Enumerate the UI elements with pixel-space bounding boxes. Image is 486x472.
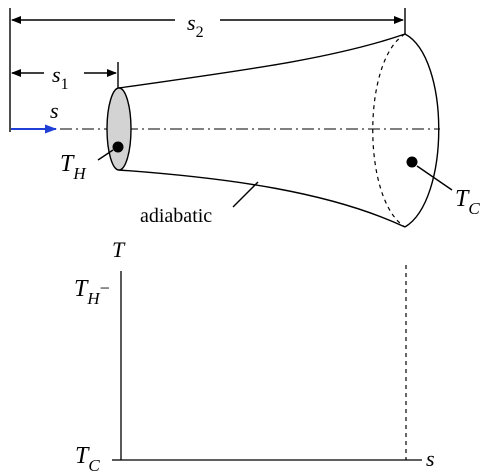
nozzle-top-wall <box>118 33 406 89</box>
s2-label: s2 <box>187 10 204 41</box>
cold-end-label: TC <box>455 186 480 218</box>
cold-end-label-subscript: C <box>468 199 480 218</box>
cold-end-back-rim <box>372 33 406 228</box>
cold-end-point <box>406 156 418 168</box>
th-tick-label-subscript: H <box>86 289 101 308</box>
nozzle-bottom-wall <box>118 169 406 228</box>
s1-label-main: s <box>52 62 61 87</box>
adiabatic-leader <box>232 181 259 208</box>
s1-label-subscript: 1 <box>61 76 69 93</box>
s-axis-label-top: s <box>50 98 59 123</box>
hot-end-label: TH <box>60 151 87 183</box>
cold-end-leader <box>416 165 453 191</box>
hot-end-label-main: T <box>60 151 75 177</box>
th-tick-label: TH− <box>74 276 110 308</box>
hot-end-point <box>112 141 124 153</box>
cold-end-front-rim <box>404 33 440 228</box>
th-tick-dash: − <box>100 278 110 298</box>
position-axis-label: s <box>426 446 435 471</box>
hot-end-label-subscript: H <box>72 164 87 183</box>
hot-end-leader <box>97 149 114 161</box>
cold-end-label-main: T <box>455 186 470 212</box>
th-tick-label-main: T <box>74 276 89 302</box>
tc-tick-label: TC <box>75 443 100 472</box>
temperature-axis-label: T <box>112 237 126 262</box>
s2-label-main: s <box>187 10 196 35</box>
adiabatic-label: adiabatic <box>140 205 212 227</box>
tc-tick-label-main: T <box>75 443 90 469</box>
s1-label: s1 <box>52 62 69 93</box>
hot-end-face <box>106 87 132 171</box>
s2-label-subscript: 2 <box>196 24 204 41</box>
tc-tick-label-subscript: C <box>88 456 100 472</box>
